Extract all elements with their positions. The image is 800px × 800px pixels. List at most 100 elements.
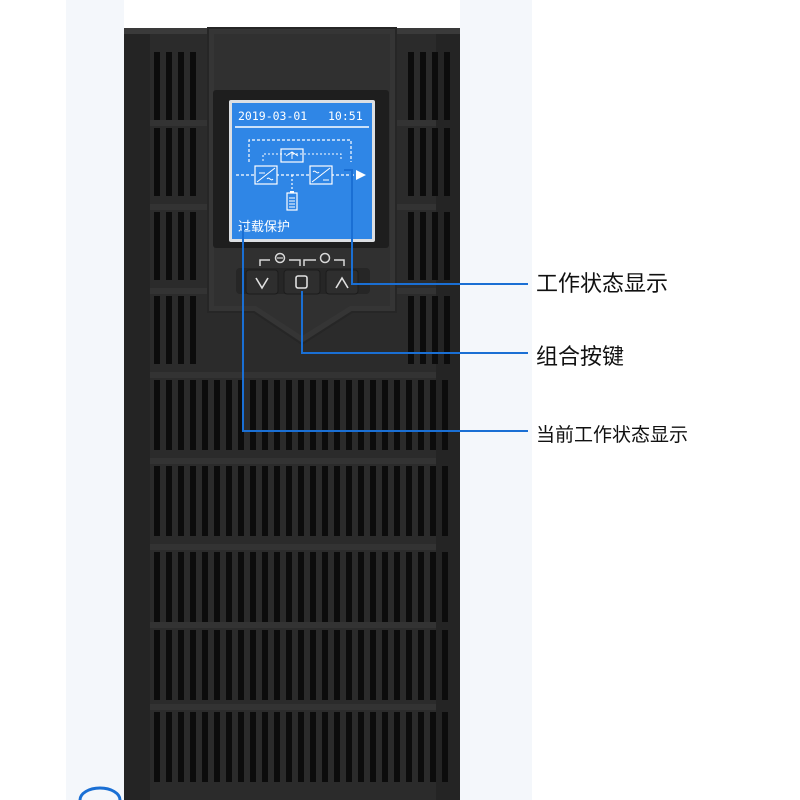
bypass-switch-box [280,148,304,163]
vent-slot [166,630,172,700]
bypass-switch-symbol [285,151,299,159]
lcd-status-text: 过载保护 [238,220,290,235]
vent-slot [178,128,184,196]
vent-slot [322,466,328,536]
vent-slot [214,380,220,450]
vent-slot [430,380,436,450]
vent-slot [408,296,414,364]
vent-slot [310,466,316,536]
vent-slot [214,712,220,782]
vent-slot [298,712,304,782]
lcd-date: 2019-03-01 [238,109,307,123]
down-button-face[interactable] [245,269,279,295]
vent-slot [382,552,388,622]
vent-slot [166,52,172,120]
vent-slot [408,128,414,196]
up-button[interactable] [325,269,359,295]
leader-line-working-status [344,169,528,285]
vent-slot [444,128,450,196]
rectifier-symbol [256,167,276,183]
vent-slot [346,380,352,450]
circle-icon [319,252,331,264]
vent-slot [178,52,184,120]
enter-button[interactable] [283,269,321,295]
right-side-strip [460,0,532,800]
vent-slot [274,380,280,450]
bottom-logo-fragment [78,786,122,800]
vent-slot [442,466,448,536]
vent-slot [226,552,232,622]
vent-slot [274,552,280,622]
vent-slot [432,212,438,280]
leader-line-current-status [242,224,528,432]
vent-slot [238,380,244,450]
battery-cap [290,191,294,193]
vent-slot [166,466,172,536]
vent-slot [322,712,328,782]
up-button-face[interactable] [325,269,359,295]
vent-slot [406,380,412,450]
vent-slot [190,296,196,364]
vent-slot [346,630,352,700]
vent-slot [154,380,160,450]
vent-slot [214,630,220,700]
vent-slot [310,630,316,700]
vent-slot [154,712,160,782]
vent-slot [418,630,424,700]
vent-slot [178,712,184,782]
vent-slot [286,630,292,700]
vent-slot [166,552,172,622]
vent-slot [382,630,388,700]
front-vents [150,52,450,782]
down-button[interactable] [245,269,279,295]
vent-slot [262,712,268,782]
vent-slot [166,212,172,280]
vent-slot [262,380,268,450]
vent-slot [202,466,208,536]
vent-slot [178,466,184,536]
vent-slot [154,296,160,364]
vent-slot [178,552,184,622]
left-bracket-symbol [259,259,270,266]
vent-slot [442,380,448,450]
vent-slot [444,52,450,120]
vent-slot [432,128,438,196]
ups-cabinet: 2019-03-01 10:51 过载保护 [124,27,460,800]
vent-slot [322,552,328,622]
vent-slot [202,712,208,782]
vent-slot [394,630,400,700]
vent-slot [408,52,414,120]
vent-slot [190,466,196,536]
vent-slot [190,52,196,120]
vent-slot [154,128,160,196]
vent-slot [298,466,304,536]
vent-slot [178,380,184,450]
vent-slot [394,552,400,622]
chevron-up-icon[interactable] [335,276,349,289]
enter-button-face[interactable] [283,269,321,295]
vent-slot [408,212,414,280]
leader-lines [242,169,528,432]
vent-slot [250,630,256,700]
vent-slot [420,212,426,280]
vent-slot [334,466,340,536]
vent-slot [238,552,244,622]
vent-slot [310,380,316,450]
vent-slot [238,466,244,536]
lcd-display: 2019-03-01 10:51 过载保护 [229,100,375,242]
vent-slot [202,552,208,622]
square-button-icon[interactable] [295,275,308,289]
vent-slot [406,712,412,782]
vent-slot [154,630,160,700]
vent-slot [358,630,364,700]
vent-slot [226,712,232,782]
right-bracket-symbol [334,259,345,266]
vent-slot [190,212,196,280]
vent-slot [286,552,292,622]
vent-slot [442,552,448,622]
vent-slot [358,712,364,782]
chevron-down-icon[interactable] [255,277,269,290]
vent-slot [298,552,304,622]
vent-slot [238,630,244,700]
vent-slot [310,712,316,782]
